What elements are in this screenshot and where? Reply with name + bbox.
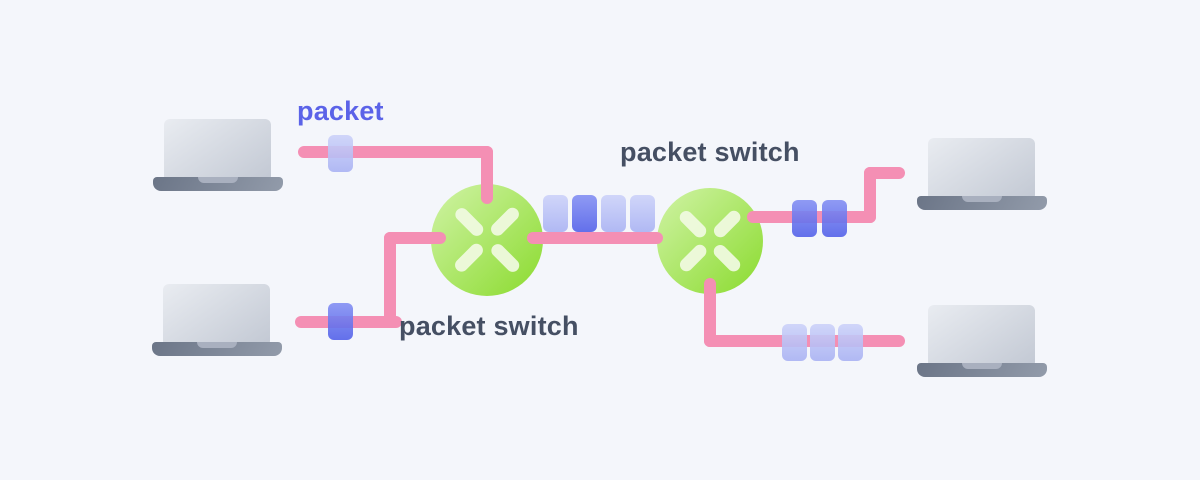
- laptop-screen: [164, 119, 271, 178]
- packet-label: packet: [297, 96, 384, 126]
- packet-icon: [792, 200, 817, 237]
- packet-icon: [630, 195, 655, 232]
- link-topleft-to-switch1-v: [481, 146, 493, 204]
- packet-icon: [810, 324, 835, 361]
- link-bottomleft-to-switch1-h2: [384, 232, 446, 244]
- packet-icon: [328, 303, 353, 340]
- packets-on-link-topright: [792, 200, 847, 237]
- packet-icon: [572, 195, 597, 232]
- packets-on-link-bottomleft: [328, 303, 353, 340]
- link-switch2-to-bottomright-v: [704, 278, 716, 347]
- packet-switch-2-icon: [657, 188, 763, 294]
- router-cross-icon: [488, 241, 522, 275]
- packets-on-link-bottomright: [782, 324, 863, 361]
- router-cross-icon: [452, 205, 486, 239]
- router-cross-icon: [711, 208, 743, 240]
- packets-on-link-topleft: [328, 135, 353, 172]
- packet-queue-between-switches: [543, 195, 655, 232]
- router-cross-icon: [488, 205, 522, 239]
- router-cross-icon: [452, 241, 486, 275]
- laptop-notch: [962, 363, 1002, 369]
- packet-switch-label-top: packet switch: [620, 137, 800, 167]
- link-switch2-to-topright-h2: [864, 167, 905, 179]
- laptop-base: [917, 196, 1047, 210]
- link-switch2-to-topright-v: [864, 167, 876, 223]
- router-cross-icon: [677, 208, 709, 240]
- packet-icon: [328, 135, 353, 172]
- laptop-top-left-icon: [153, 119, 283, 191]
- laptop-notch: [197, 342, 237, 348]
- router-cross-icon: [677, 242, 709, 274]
- laptop-screen: [163, 284, 270, 343]
- laptop-bottom-right-icon: [917, 305, 1047, 377]
- packet-switch-label-bottom: packet switch: [399, 311, 579, 341]
- router-cross-icon: [711, 242, 743, 274]
- packet-icon: [782, 324, 807, 361]
- laptop-base: [152, 342, 282, 356]
- packet-icon: [838, 324, 863, 361]
- link-switch1-to-switch2: [527, 232, 663, 244]
- laptop-base: [153, 177, 283, 191]
- packet-icon: [822, 200, 847, 237]
- laptop-screen: [928, 138, 1035, 197]
- laptop-notch: [198, 177, 238, 183]
- link-bottomleft-to-switch1-v: [384, 232, 396, 328]
- packet-icon: [601, 195, 626, 232]
- laptop-base: [917, 363, 1047, 377]
- laptop-top-right-icon: [917, 138, 1047, 210]
- laptop-screen: [928, 305, 1035, 364]
- packet-icon: [543, 195, 568, 232]
- laptop-notch: [962, 196, 1002, 202]
- laptop-bottom-left-icon: [152, 284, 282, 356]
